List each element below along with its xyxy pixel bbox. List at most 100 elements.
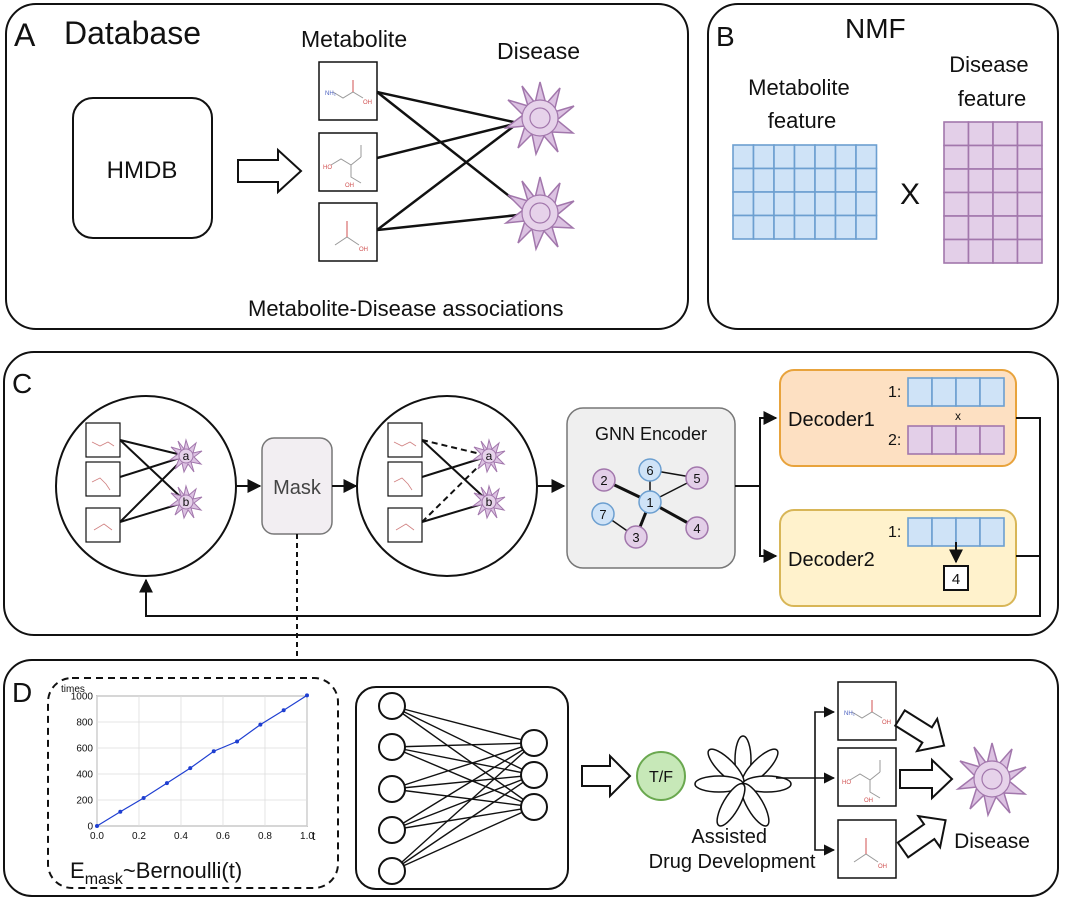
disease-matrix-cell xyxy=(967,191,994,217)
formula-subscript: mask xyxy=(85,871,124,888)
encoder-node-label: 1 xyxy=(646,495,653,510)
hollow-arrows-to-disease xyxy=(893,708,954,859)
disease-matrix-cell xyxy=(943,191,970,217)
hmdb-label: HMDB xyxy=(107,157,178,184)
encoder-node-label: 5 xyxy=(693,471,700,486)
metabolite-heading: Metabolite xyxy=(301,26,407,52)
encoder-node-label: 6 xyxy=(646,463,653,478)
y-axis-label: times xyxy=(61,684,85,695)
candidate-metabolite-3 xyxy=(837,819,897,879)
y-tick-label: 200 xyxy=(76,796,93,807)
metabolite-matrix-cell xyxy=(773,214,796,240)
encoder-node xyxy=(624,525,648,549)
feedback-loop-arrow xyxy=(139,417,1041,617)
disease-matrix-cell xyxy=(992,144,1019,170)
metabolite-matrix-cell xyxy=(855,167,878,193)
metabolite-matrix-cell xyxy=(855,191,878,217)
disease-matrix-cell xyxy=(943,144,970,170)
y-tick-label: 400 xyxy=(76,770,93,781)
decoder1-product-symbol: x xyxy=(955,409,961,423)
decoder2-row1-label: 1: xyxy=(888,524,901,541)
panel-c-letter: C xyxy=(12,368,32,399)
x-tick-label: 1.0 xyxy=(300,831,314,842)
panel-b-title: NMF xyxy=(845,13,906,44)
metabolite-matrix-cell xyxy=(834,144,857,170)
metabolite-feature-matrix xyxy=(732,144,878,240)
y-tick-label: 800 xyxy=(76,718,93,729)
encoder-node xyxy=(592,468,616,492)
nn-input-node xyxy=(378,733,406,761)
y-tick-label: 1000 xyxy=(71,692,94,703)
decoder2: Decoder2 1: 4 xyxy=(779,509,1017,607)
y-tick-label: 0 xyxy=(87,822,93,833)
metabolite-matrix-cell xyxy=(732,167,755,193)
tf-label: T/F xyxy=(649,769,673,786)
disease-matrix-cell xyxy=(967,215,994,241)
panel-a-title: Database xyxy=(64,15,201,51)
disease-feature-label: Disease feature xyxy=(949,52,1035,111)
bernoulli-formula: Emask~Bernoulli(t) xyxy=(70,858,242,888)
vector-cell xyxy=(955,425,981,455)
metabolite-matrix-cell xyxy=(752,144,775,170)
metabolite-matrix-cell xyxy=(773,167,796,193)
node-a-label-1: a xyxy=(183,449,190,463)
disease-matrix-cell xyxy=(1016,144,1043,170)
x-axis-label: t xyxy=(312,829,316,843)
times-symbol: X xyxy=(900,178,920,211)
neural-network xyxy=(355,686,569,890)
encoder-node xyxy=(685,466,709,490)
panel-a-letter: A xyxy=(14,17,36,53)
disease-matrix-cell xyxy=(967,238,994,264)
disease-matrix-cell xyxy=(1016,238,1043,264)
nn-input-node xyxy=(378,692,406,720)
formula-main: E xyxy=(70,858,85,883)
metabolite-matrix-cell xyxy=(814,214,837,240)
metabolite-matrix-cell xyxy=(814,167,837,193)
disease-matrix-cell xyxy=(992,238,1019,264)
metabolite-matrix-cell xyxy=(814,144,837,170)
disease-label-d: Disease xyxy=(954,830,1030,853)
encoder-title: GNN Encoder xyxy=(595,424,707,444)
disease-matrix-cell xyxy=(992,191,1019,217)
vector-cell xyxy=(907,517,933,547)
flower-icon xyxy=(694,735,792,827)
candidate-metabolite-2 xyxy=(837,747,897,807)
nn-input-node xyxy=(378,857,406,885)
candidate-metabolite-1 xyxy=(837,681,897,741)
disease-matrix-cell xyxy=(943,168,970,194)
metabolite-matrix-cell xyxy=(793,214,816,240)
x-tick-label: 0.6 xyxy=(216,831,230,842)
disease-matrix-cell xyxy=(992,121,1019,147)
metabolite-matrix-cell xyxy=(855,144,878,170)
disease-matrix-cell xyxy=(1016,215,1043,241)
metabolite-matrix-cell xyxy=(814,191,837,217)
mask-label: Mask xyxy=(273,477,322,499)
metabolite-structure-2 xyxy=(318,132,378,192)
nn-output-node xyxy=(520,793,548,821)
node-a-label-2: a xyxy=(486,449,493,463)
disease-feature-line2: feature xyxy=(958,86,1027,111)
data-point xyxy=(281,708,286,713)
disease-feature-matrix xyxy=(943,121,1043,264)
drug-branch-lines xyxy=(776,706,836,856)
data-point xyxy=(258,722,263,727)
data-point xyxy=(305,693,309,698)
series-line xyxy=(96,694,308,827)
panel-a: A Database Metabolite Disease HMDB Metab… xyxy=(5,3,689,330)
associations-caption: Metabolite-Disease associations xyxy=(248,296,564,321)
data-point xyxy=(211,749,216,754)
disease-matrix-cell xyxy=(1016,168,1043,194)
encoder-node-label: 3 xyxy=(632,530,639,545)
encoder-node xyxy=(638,458,662,482)
x-tick-label: 0.8 xyxy=(258,831,272,842)
decoder2-blue-vector xyxy=(907,517,1005,547)
data-point xyxy=(235,739,240,744)
metabolite-feature-line1: Metabolite xyxy=(748,75,850,100)
vector-cell xyxy=(979,517,1005,547)
panel-b-letter: B xyxy=(716,21,735,52)
formula-rest: ~Bernoulli(t) xyxy=(123,858,242,883)
metabolite-matrix-cell xyxy=(773,191,796,217)
vector-cell xyxy=(955,377,981,407)
hollow-arrow-icon-d xyxy=(581,753,632,799)
